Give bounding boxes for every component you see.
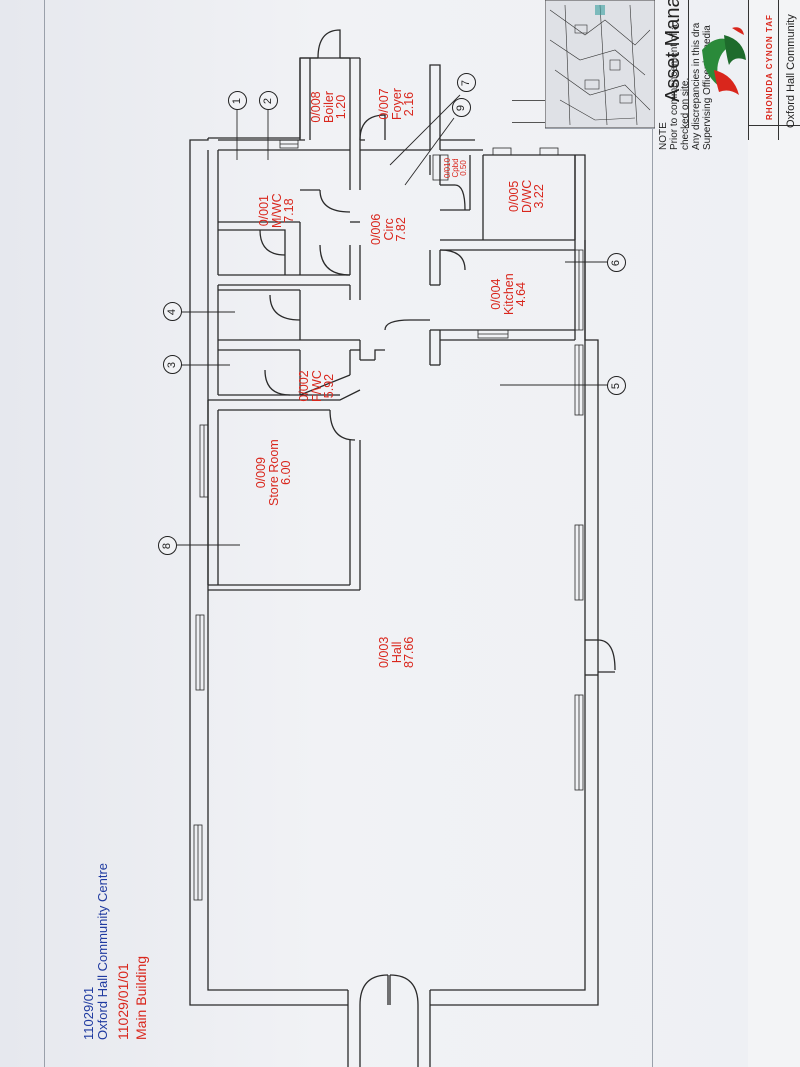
header-rule (688, 0, 689, 128)
room-0-002-label: 0/002 F/WC 5.92 (297, 370, 336, 402)
room-area: 4.64 (514, 281, 528, 307)
project-name: Oxford Hall Community Centre (95, 863, 110, 1040)
callout-4: 4 (163, 302, 182, 321)
callout-3: 3 (163, 355, 182, 374)
room-code: 0/008 (309, 91, 323, 123)
callout-number: 9 (455, 104, 468, 111)
room-0-007-label: 0/007 Foyer 2.16 (377, 88, 416, 120)
note-heading: NOTE (658, 122, 669, 150)
room-area: 87.66 (402, 636, 416, 668)
council-name: RHONDDA CYNON TAF (765, 14, 774, 120)
room-0-009-label: 0/009 Store Room 6.00 (254, 439, 293, 506)
map-divider (545, 128, 655, 129)
room-code: 0/006 (369, 213, 383, 245)
room-0-006-label: 0/006 Circ 7.82 (369, 213, 408, 245)
room-code: 0/005 (507, 180, 521, 212)
room-0-001-label: 0/001 M/WC 7.18 (257, 193, 296, 228)
drawing-code: 11029/01/01 (115, 963, 131, 1040)
callout-number: 8 (161, 542, 174, 549)
panel-border (748, 0, 749, 140)
project-code: 11029/01 (81, 986, 96, 1040)
room-0-003-label: 0/003 Hall 87.66 (377, 636, 416, 668)
room-code: 0/003 (377, 636, 391, 668)
callout-number: 2 (262, 97, 275, 104)
callout-2: 2 (259, 91, 278, 110)
callout-number: 5 (610, 382, 623, 389)
callout-5: 5 (607, 376, 626, 395)
panel-footer: Oxford Hall Community (785, 14, 797, 128)
panel-divider (748, 125, 800, 126)
callout-1: 1 (228, 91, 247, 110)
callout-number: 6 (610, 259, 623, 266)
drawing-name: Main Building (133, 955, 149, 1040)
map-leader-1 (512, 100, 545, 101)
council-rule (778, 0, 779, 140)
callout-number: 3 (166, 361, 179, 368)
room-area: 3.22 (532, 184, 546, 209)
sheet-border-right (652, 0, 653, 1067)
callout-6: 6 (607, 253, 626, 272)
title-panel (748, 0, 800, 1067)
callout-9: 9 (452, 98, 471, 117)
room-area: 5.92 (322, 373, 336, 399)
panel-header: Asset Mana (662, 0, 684, 102)
room-0-005-label: 0/005 D/WC 3.22 (507, 180, 546, 213)
callout-number: 7 (460, 79, 473, 86)
room-area: 1.20 (334, 94, 348, 120)
room-code: 0/002 (297, 370, 311, 402)
room-code: 0/007 (377, 88, 391, 120)
room-area: 7.18 (282, 198, 296, 223)
room-code: 0/009 (254, 457, 268, 489)
callout-number: 4 (166, 308, 179, 315)
map-leader-2 (512, 122, 545, 123)
council-logo (702, 27, 746, 95)
location-map (545, 0, 655, 128)
room-code: 0/001 (257, 195, 271, 227)
room-area: 0.50 (459, 160, 468, 176)
callout-8: 8 (158, 536, 177, 555)
room-area: 2.16 (402, 91, 416, 117)
room-0-010-label: 0/010 Cpbd 0.50 (443, 158, 468, 178)
room-area: 6.00 (279, 460, 293, 485)
room-area: 7.82 (394, 217, 408, 242)
room-0-004-label: 0/004 Kitchen 4.64 (489, 273, 528, 315)
room-code: 0/004 (489, 278, 503, 310)
room-0-008-label: 0/008 Boiler 1.20 (309, 91, 348, 123)
sheet-border-left (44, 0, 45, 1067)
callout-number: 1 (231, 97, 244, 104)
callout-7: 7 (457, 73, 476, 92)
